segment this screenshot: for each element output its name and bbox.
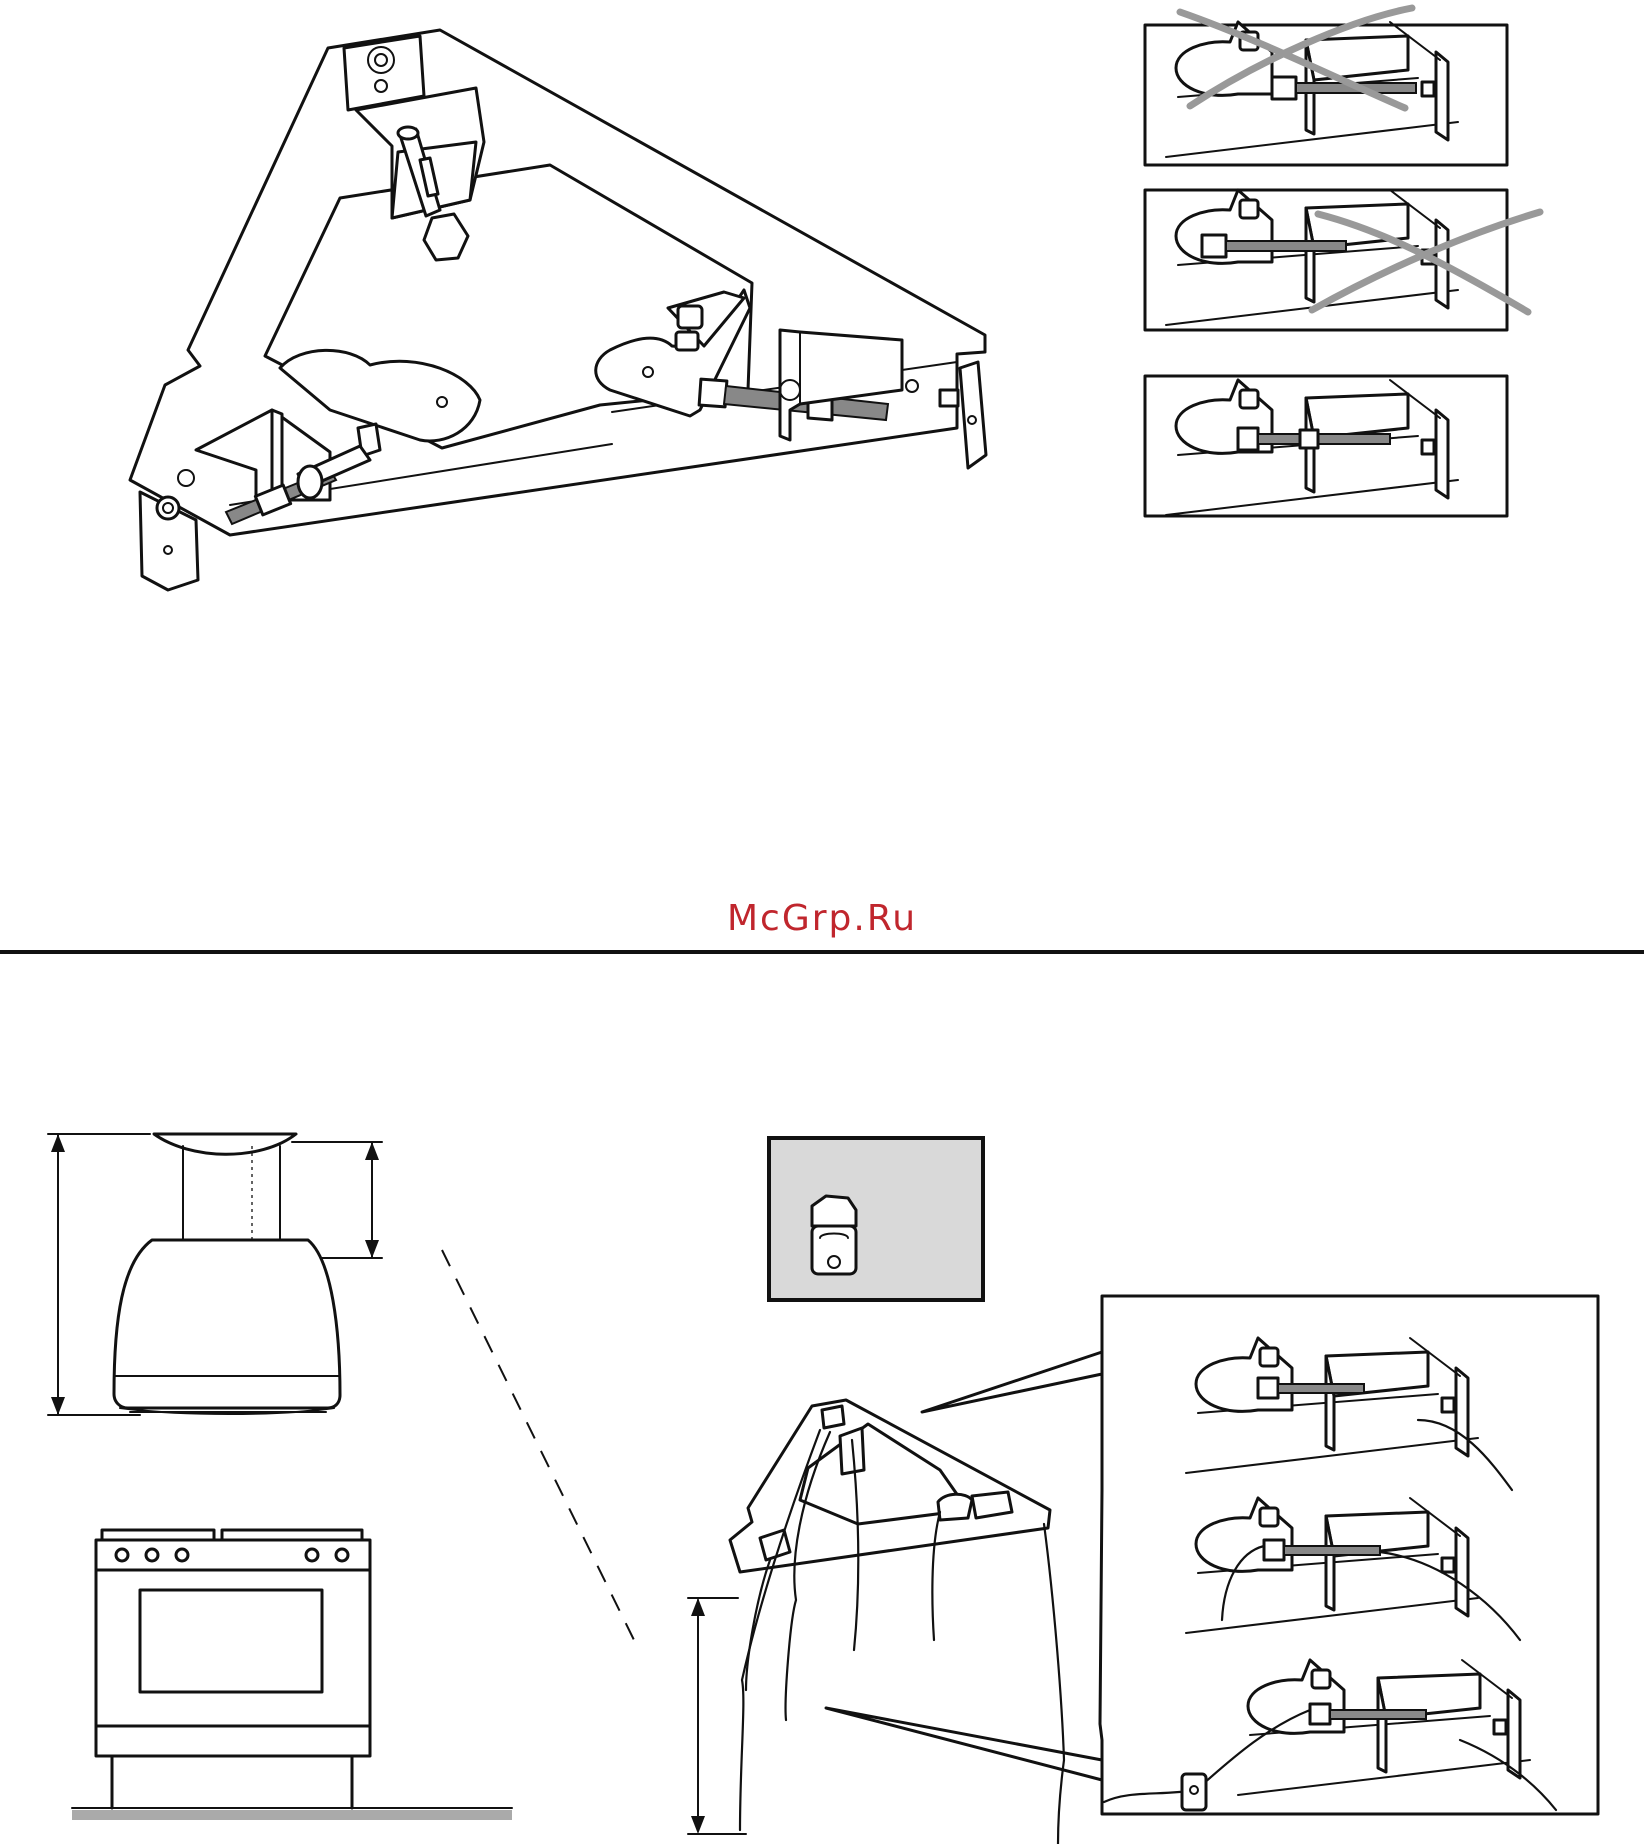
alignment-dashed-line	[442, 1250, 634, 1640]
wire-clamp-inset	[769, 1138, 983, 1300]
main-bracket-illustration	[130, 30, 986, 590]
cooker-hood-illustration	[48, 1134, 382, 1415]
wire-detail-step-3	[1104, 1660, 1556, 1810]
option-panel-incorrect-1	[1145, 8, 1507, 165]
hanging-bracket-illustration	[688, 1400, 1064, 1844]
watermark-text: McGrp.Ru	[0, 898, 1644, 939]
wire-clamp-icon	[812, 1196, 856, 1226]
cooker-range-illustration	[72, 1530, 512, 1820]
section-divider	[0, 950, 1644, 954]
wire-routing-detail-frame	[826, 1296, 1598, 1814]
wire-detail-step-2	[1186, 1498, 1520, 1640]
option-panel-incorrect-2	[1145, 190, 1540, 330]
floor-line	[72, 1810, 512, 1820]
wire-detail-step-1	[1186, 1338, 1512, 1490]
option-panel-correct	[1145, 376, 1507, 516]
